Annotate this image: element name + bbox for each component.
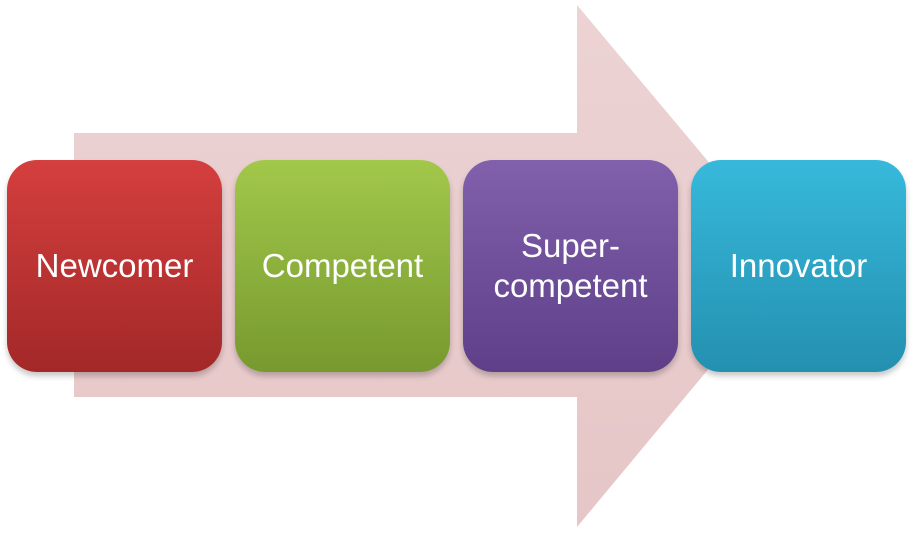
stage-newcomer-label: Newcomer <box>35 247 194 284</box>
stage-competent-label: Competent <box>261 247 424 284</box>
stage-innovator-label: Innovator <box>729 247 868 284</box>
stage-innovator: Innovator <box>691 160 906 372</box>
stage-supercompetent-label: Super- competent <box>493 227 648 304</box>
stage-newcomer: Newcomer <box>7 160 222 372</box>
stage-competent: Competent <box>235 160 450 372</box>
stage-supercompetent: Super- competent <box>463 160 678 372</box>
